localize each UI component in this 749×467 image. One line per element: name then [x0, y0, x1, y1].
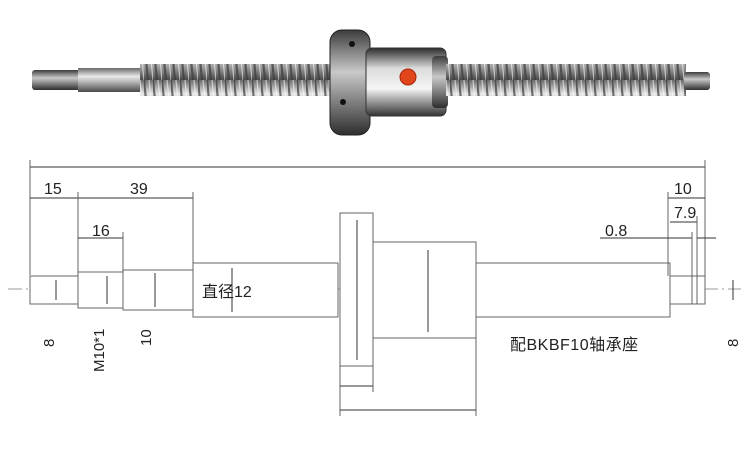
photo-thread-right [446, 64, 686, 96]
shaft-journal [122, 269, 194, 311]
label-39: 39 [130, 181, 148, 198]
label-7-9: 7.9 [674, 205, 696, 222]
label-0-8: 0.8 [605, 223, 627, 240]
photo-flange-hole-top [349, 41, 355, 47]
label-m10: M10*1 [91, 329, 108, 372]
shaft-profile [29, 262, 706, 318]
photo-nut-seal [432, 56, 448, 108]
label-right-8: 8 [725, 339, 742, 347]
photo-shaft-end-left [32, 70, 80, 90]
label-left-8: 8 [41, 339, 58, 347]
shaft-end-right [669, 275, 706, 305]
photo-nut-marker [399, 68, 417, 86]
photo-shaft-journal [78, 68, 142, 92]
label-left-10: 10 [138, 329, 155, 346]
label-dia12: 直径12 [202, 283, 252, 301]
label-15: 15 [44, 181, 62, 198]
screw-right [475, 262, 671, 318]
label-16: 16 [92, 223, 110, 240]
photo-shaft-end-right [684, 72, 710, 90]
photo-thread-left [140, 64, 335, 96]
screw-left [192, 262, 339, 318]
photo-flange-hole-bottom [340, 99, 346, 105]
shaft-end-left [29, 275, 79, 305]
bearing-seat-note: 配BKBF10轴承座 [510, 336, 639, 354]
label-10-top: 10 [674, 181, 692, 198]
shaft-thread-m10 [77, 271, 124, 309]
nut-body [372, 241, 477, 339]
ball-screw-photo [32, 29, 710, 136]
